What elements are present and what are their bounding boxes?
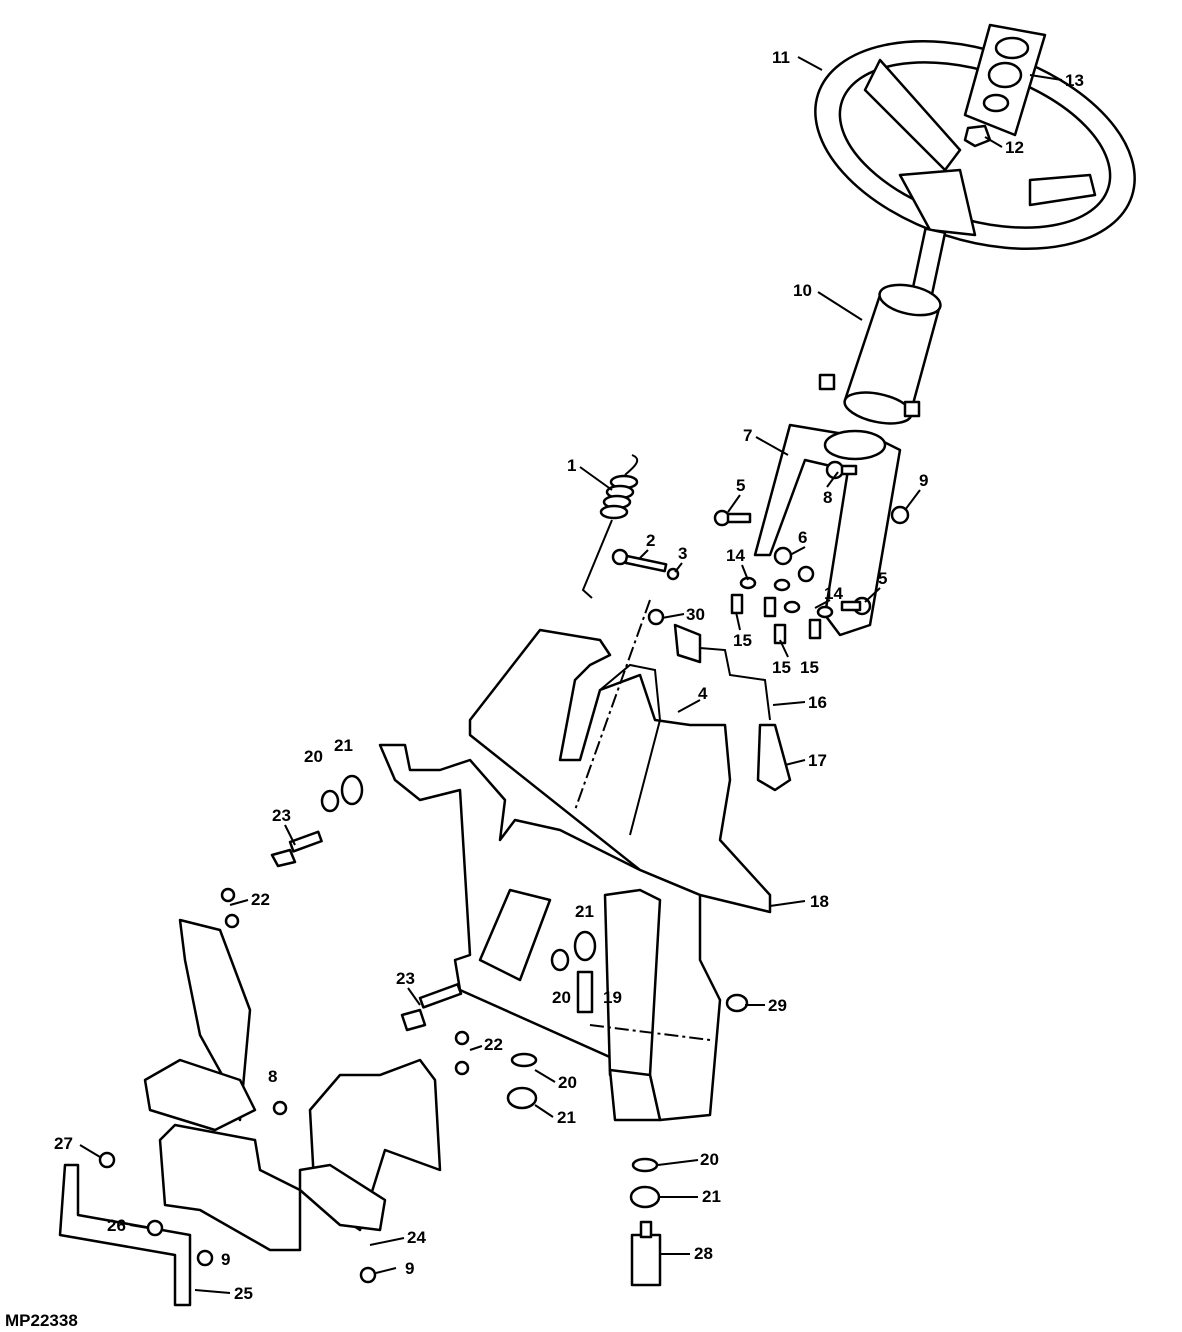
callout: 5 bbox=[736, 476, 745, 495]
callout: 14 bbox=[824, 584, 843, 603]
callout: 19 bbox=[603, 988, 622, 1007]
callout: 17 bbox=[808, 751, 827, 770]
bar-bracket bbox=[58, 1163, 192, 1307]
callout: 1 bbox=[567, 456, 576, 475]
callout: 20 bbox=[558, 1073, 577, 1092]
bushings-washers bbox=[270, 774, 749, 1287]
callout: 3 bbox=[678, 544, 687, 563]
callout: 8 bbox=[823, 488, 832, 507]
callout: 9 bbox=[919, 471, 928, 490]
callout: 15 bbox=[772, 658, 791, 677]
callout: 18 bbox=[810, 892, 829, 911]
callout: 21 bbox=[702, 1187, 721, 1206]
spring bbox=[581, 454, 639, 599]
callout: 24 bbox=[407, 1228, 426, 1247]
callout: 15 bbox=[800, 658, 819, 677]
hardware-bolts bbox=[713, 460, 910, 645]
callout: 28 bbox=[694, 1244, 713, 1263]
callout: 20 bbox=[552, 988, 571, 1007]
callout: 14 bbox=[726, 546, 745, 565]
callout: 12 bbox=[1005, 138, 1024, 157]
control-lever bbox=[673, 623, 792, 792]
callout: 29 bbox=[768, 996, 787, 1015]
callout: 26 bbox=[107, 1216, 126, 1235]
callout: 20 bbox=[304, 747, 323, 766]
callout: 7 bbox=[743, 426, 752, 445]
callout: 15 bbox=[733, 631, 752, 650]
cap-kit bbox=[963, 23, 1047, 137]
lower-hardware bbox=[98, 887, 470, 1284]
column-bracket bbox=[753, 423, 902, 637]
callout: 5 bbox=[878, 569, 887, 588]
callout: 13 bbox=[1065, 71, 1084, 90]
callout: 30 bbox=[686, 605, 705, 624]
callout: 4 bbox=[698, 684, 708, 703]
callout: 6 bbox=[798, 528, 807, 547]
leader-lines bbox=[79, 56, 1063, 1294]
callout: 23 bbox=[396, 969, 415, 988]
callout: 21 bbox=[557, 1108, 576, 1127]
callout: 9 bbox=[405, 1259, 414, 1278]
lower-frame bbox=[158, 1123, 302, 1252]
callout: 8 bbox=[268, 1067, 277, 1086]
platform-pedal bbox=[143, 1058, 257, 1132]
callout: 22 bbox=[251, 890, 270, 909]
callout: 21 bbox=[334, 736, 353, 755]
callout: 11 bbox=[772, 48, 790, 67]
bolt-and-nut bbox=[611, 548, 680, 626]
nut bbox=[963, 124, 992, 148]
figure-id: MP22338 bbox=[5, 1311, 78, 1330]
callout: 25 bbox=[234, 1284, 253, 1303]
callout: 16 bbox=[808, 693, 827, 712]
callout: 21 bbox=[575, 902, 594, 921]
callout: 20 bbox=[700, 1150, 719, 1169]
callout: 22 bbox=[484, 1035, 503, 1054]
callout: 23 bbox=[272, 806, 291, 825]
callout: 2 bbox=[646, 531, 655, 550]
callouts: 11 13 12 10 7 1 5 8 9 2 3 6 14 5 14 15 1… bbox=[54, 48, 1084, 1303]
steering-column bbox=[818, 283, 942, 425]
callout: 27 bbox=[54, 1134, 73, 1153]
callout: 9 bbox=[221, 1250, 230, 1269]
callout: 10 bbox=[793, 281, 812, 300]
